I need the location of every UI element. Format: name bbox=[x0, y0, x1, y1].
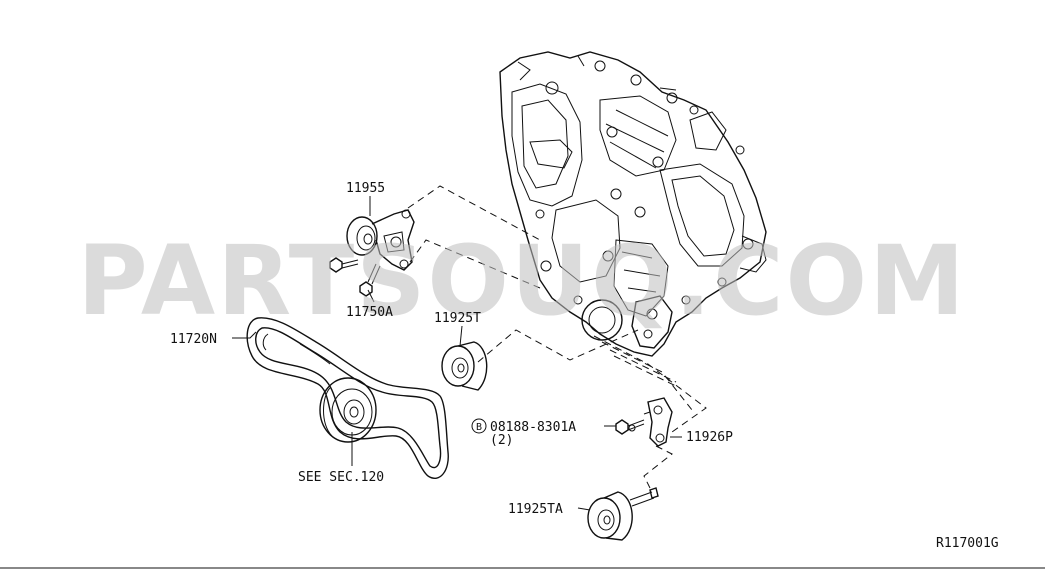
bracket-bolt bbox=[615, 419, 645, 435]
label-idler-pulley-upper: 11925T bbox=[434, 311, 481, 326]
bolt-circle-letter: B bbox=[476, 422, 482, 433]
bolt-circle-marker bbox=[471, 418, 487, 434]
engine-front-cover bbox=[499, 51, 767, 357]
label-idler-pulley-lower: 11925TA bbox=[508, 502, 563, 517]
idler-pulley-lower bbox=[587, 487, 659, 541]
label-bolt-qty: (2) bbox=[490, 433, 513, 448]
idler-pulley-upper bbox=[441, 341, 488, 391]
label-bolt-part: 08188-8301A bbox=[490, 420, 576, 435]
leader-lines bbox=[232, 196, 682, 511]
label-bracket: 11926P bbox=[686, 430, 733, 445]
belt-tensioner bbox=[346, 209, 415, 271]
label-tensioner-bolt: 11750A bbox=[346, 305, 393, 320]
label-see-section: SEE SEC.120 bbox=[298, 470, 384, 485]
crank-pulley bbox=[319, 377, 377, 443]
drive-belt bbox=[246, 317, 449, 479]
idler-bracket bbox=[643, 397, 673, 447]
bolt-callout: B 08188-8301A (2) bbox=[471, 418, 576, 448]
tensioner-bolt-small bbox=[329, 257, 359, 273]
diagram-id: R117001G bbox=[936, 536, 999, 551]
label-drive-belt: 11720N bbox=[170, 332, 217, 347]
label-tensioner: 11955 bbox=[346, 181, 385, 196]
tensioner-bolt-11750a bbox=[359, 263, 381, 297]
watermark: PARTSOUQ.COM bbox=[77, 225, 966, 337]
assembly-lines bbox=[407, 185, 707, 489]
